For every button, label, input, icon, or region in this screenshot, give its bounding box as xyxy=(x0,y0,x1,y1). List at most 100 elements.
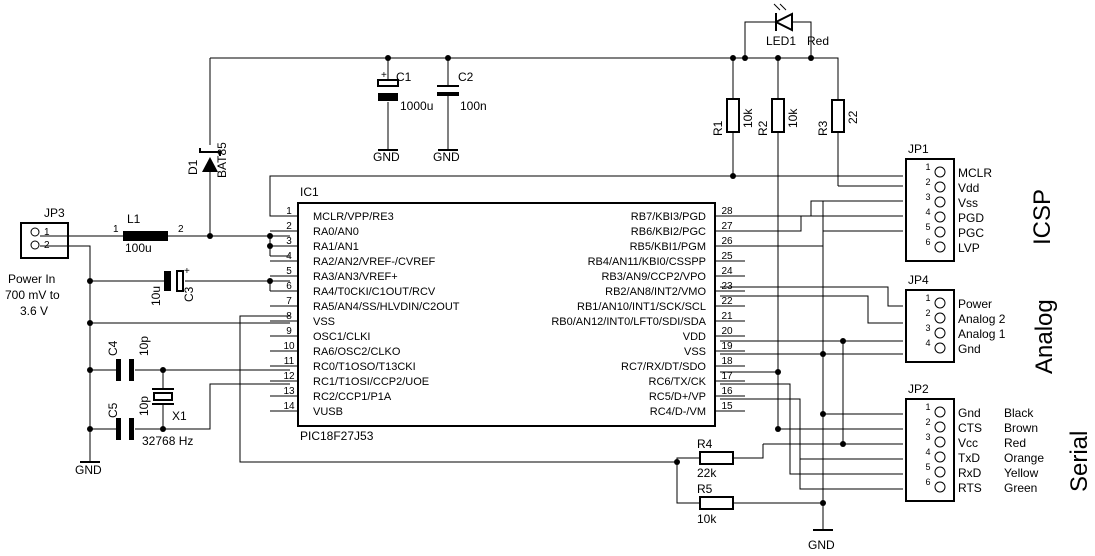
jp1-pin-circle xyxy=(934,181,946,193)
jp3-pin-circle xyxy=(30,227,40,237)
ic-pin-label: RB5/KBI1/PGM xyxy=(630,241,706,253)
jp3-name: JP3 xyxy=(44,206,65,220)
r4-left-wire xyxy=(669,457,700,463)
ic-pin-label: VSS xyxy=(684,346,706,358)
power-note-line2: 700 mV to xyxy=(5,288,60,302)
c4-capacitor: C4 10p xyxy=(106,336,151,381)
ic-pin-number: 11 xyxy=(284,356,295,367)
ic-pin-label: RB1/AN10/INT1/SCK/SCL xyxy=(577,301,706,313)
junction-dot xyxy=(820,500,826,506)
jp2-pin-wire-color: Orange xyxy=(1004,451,1044,465)
jp2-pin-wire-color: Red xyxy=(1004,436,1026,450)
jp1-pin-number: 3 xyxy=(925,192,930,202)
c1-name: C1 xyxy=(396,70,412,84)
ic-pin-label: RC2/CCP1/P1A xyxy=(313,391,392,403)
gnd-label: GND xyxy=(808,538,835,552)
ic-pin-label: RA5/AN4/SS/HLVDIN/C2OUT xyxy=(313,301,460,313)
jp1-pin-circle xyxy=(934,241,946,253)
jp2-pin-circle xyxy=(934,406,946,418)
led-left-wire xyxy=(744,21,776,58)
c3-polarity: + xyxy=(184,266,190,277)
junction-dot xyxy=(160,367,166,373)
jp2-pin-label: CTS xyxy=(958,421,982,435)
ic-pin-number: 7 xyxy=(286,296,292,307)
jp1-pin-label: PGC xyxy=(958,226,984,240)
jp1-pin-number: 2 xyxy=(925,177,930,187)
ic-pin-label: RB0/AN12/INT0/LFT0/SDI/SDA xyxy=(551,316,706,328)
serial-group-label: Serial xyxy=(1066,431,1093,492)
l1-pin2-num: 2 xyxy=(178,224,184,235)
l1-inductor: L1 100u 1 2 xyxy=(111,212,184,255)
jp1-pin-circle xyxy=(934,166,946,178)
junction-dot xyxy=(87,278,93,284)
cts-wire xyxy=(777,372,903,430)
jp3-pin2-num: 2 xyxy=(44,240,50,251)
led1-name: LED1 xyxy=(766,34,796,48)
rts-wire xyxy=(720,398,903,490)
jp3-body xyxy=(20,222,69,259)
jp2-body xyxy=(905,398,955,502)
c5-name: C5 xyxy=(106,402,120,418)
ic-pin-number: 4 xyxy=(286,251,292,262)
junction-dot xyxy=(267,233,273,239)
jp4-pin-number: 4 xyxy=(925,338,930,348)
jp4-pin-label: Analog 1 xyxy=(958,327,1006,341)
ic-pin-number: 5 xyxy=(286,266,292,277)
ic-pin-number: 14 xyxy=(283,401,295,412)
led-right-wire xyxy=(792,21,812,58)
ic-pin-number: 24 xyxy=(721,266,733,277)
d1-value: BAT85 xyxy=(215,142,229,178)
junction-dot xyxy=(160,426,166,432)
jp4-pin-number: 3 xyxy=(925,323,930,333)
gnd-symbol-right: GND xyxy=(808,529,835,552)
jp2-pin-number: 1 xyxy=(925,402,930,412)
power-note-line3: 3.6 V xyxy=(20,304,48,318)
c1-capacitor: + C1 1000u xyxy=(377,70,433,113)
ic-pin-label: MCLR/VPP/RE3 xyxy=(313,211,394,223)
r5-left-wire xyxy=(676,462,700,504)
jp2-pin-circle xyxy=(934,421,946,433)
c4-value: 10p xyxy=(137,336,151,356)
ic-pin-number: 13 xyxy=(283,386,295,397)
c4-name: C4 xyxy=(106,340,120,356)
c5-capacitor: C5 10p xyxy=(106,396,151,440)
r2-resistor: R2 10k xyxy=(756,98,800,136)
jp2-pin-label: TxD xyxy=(958,451,980,465)
ic-pin-number: 18 xyxy=(721,356,733,367)
jp2-pin-circle xyxy=(934,466,946,478)
wires xyxy=(40,21,903,530)
jp1-name: JP1 xyxy=(908,142,929,156)
jp4-pin-label: Power xyxy=(958,297,992,311)
ic-pin-number: 10 xyxy=(283,341,295,352)
ic-pin-number: 26 xyxy=(721,236,733,247)
c2-value: 100n xyxy=(460,99,487,113)
pgd-wire xyxy=(720,200,903,217)
c1-value: 1000u xyxy=(400,99,433,113)
ic-pin-label: RA2/AN2/VREF-/CVREF xyxy=(313,256,436,268)
r3-name: R3 xyxy=(816,120,830,136)
ic-pin-number: 20 xyxy=(721,326,733,337)
junction-dot xyxy=(742,55,748,61)
ic-pin-label: RA4/T0CKI/C1OUT/RCV xyxy=(313,286,436,298)
jp1-pin-label: Vss xyxy=(958,196,978,210)
jp1-pin-label: MCLR xyxy=(958,166,992,180)
jp4-pin-circle xyxy=(934,297,946,309)
jp4-pin-label: Gnd xyxy=(958,342,981,356)
jp1-body xyxy=(905,158,955,262)
gnd-symbol-c2: GND xyxy=(433,149,460,164)
r3-value: 22 xyxy=(846,110,860,124)
jp2-pin-number: 4 xyxy=(925,447,930,457)
ic-pin-label: RA3/AN3/VREF+ xyxy=(313,271,398,283)
ic-pin-number: 28 xyxy=(721,206,733,217)
c2-name: C2 xyxy=(458,70,474,84)
c3-capacitor: + C3 10u xyxy=(149,266,196,306)
gnd-label: GND xyxy=(373,150,400,164)
jp4-pin-circle xyxy=(934,312,946,324)
ic-pin-label: RA0/AN0 xyxy=(313,226,359,238)
jp1-pin-label: LVP xyxy=(958,241,980,255)
ic-pin-label: RB3/AN9/CCP2/VPO xyxy=(601,271,706,283)
c1-plate-top xyxy=(377,79,399,87)
c3-value: 10u xyxy=(149,286,163,306)
